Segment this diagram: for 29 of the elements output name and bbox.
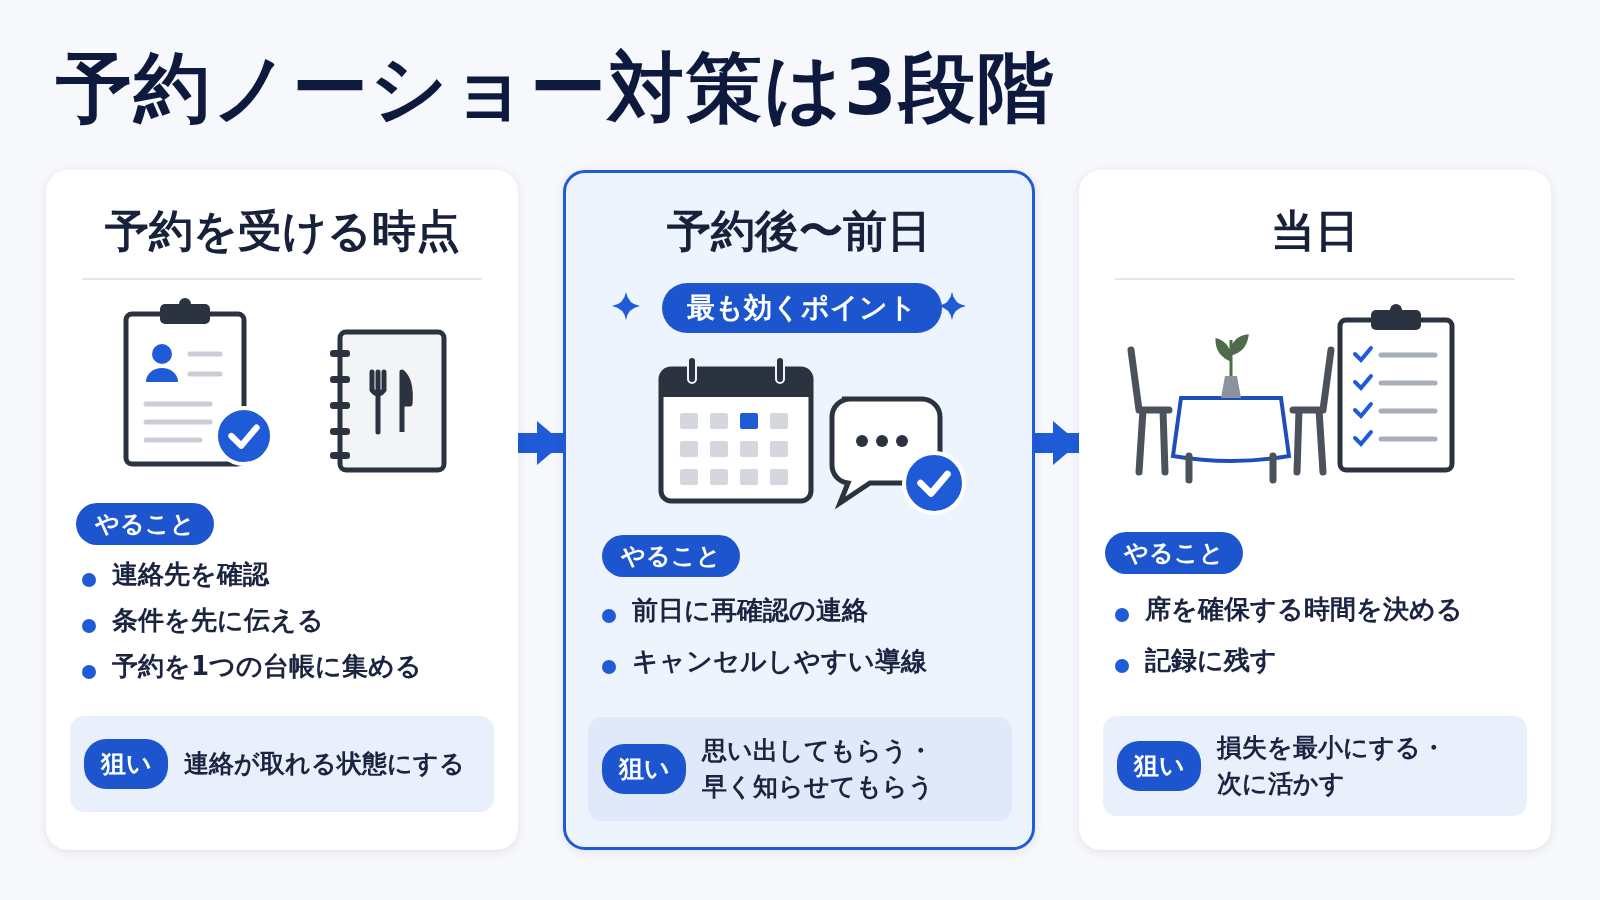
stage-heading: 予約後〜前日 bbox=[666, 204, 932, 258]
goal-text: 損失を最小にする・次に活かす bbox=[1217, 732, 1447, 800]
task-item: キャンセルしやすい導線 bbox=[632, 645, 927, 678]
goal-panel bbox=[588, 717, 1012, 821]
title: 予約ノーショー対策は3段階 bbox=[56, 42, 1055, 134]
flow-arrow bbox=[518, 421, 563, 465]
stage-card bbox=[563, 170, 1035, 850]
goal-text: 思い出してもらう・早く知らせてもらう bbox=[702, 735, 935, 803]
goal-text: 連絡が取れる状態にする bbox=[184, 748, 466, 780]
stage-card bbox=[1079, 170, 1551, 850]
task-item: 前日に再確認の連絡 bbox=[632, 594, 868, 627]
task-tag: やること bbox=[1105, 532, 1243, 574]
task-item: 連絡先を確認 bbox=[112, 558, 269, 591]
goal-tag: 狙い bbox=[602, 744, 686, 794]
stage-heading: 予約を受ける時点 bbox=[103, 204, 461, 258]
task-item: 記録に残す bbox=[1145, 644, 1277, 677]
task-item: 席を確保する時間を決める bbox=[1145, 593, 1463, 626]
task-item: 条件を先に伝える bbox=[112, 604, 324, 637]
stage-heading: 当日 bbox=[1270, 204, 1360, 258]
task-item: 予約を1つの台帳に集める bbox=[112, 650, 423, 683]
stage-card bbox=[46, 170, 518, 850]
goal-tag: 狙い bbox=[1117, 741, 1201, 791]
highlight-badge: 最も効くポイント bbox=[662, 283, 942, 333]
goal-panel bbox=[1103, 716, 1527, 816]
flow-arrow bbox=[1035, 421, 1079, 465]
task-tag: やること bbox=[602, 535, 740, 577]
goal-tag: 狙い bbox=[84, 739, 168, 789]
task-tag: やること bbox=[76, 503, 214, 545]
goal-panel bbox=[70, 716, 494, 812]
